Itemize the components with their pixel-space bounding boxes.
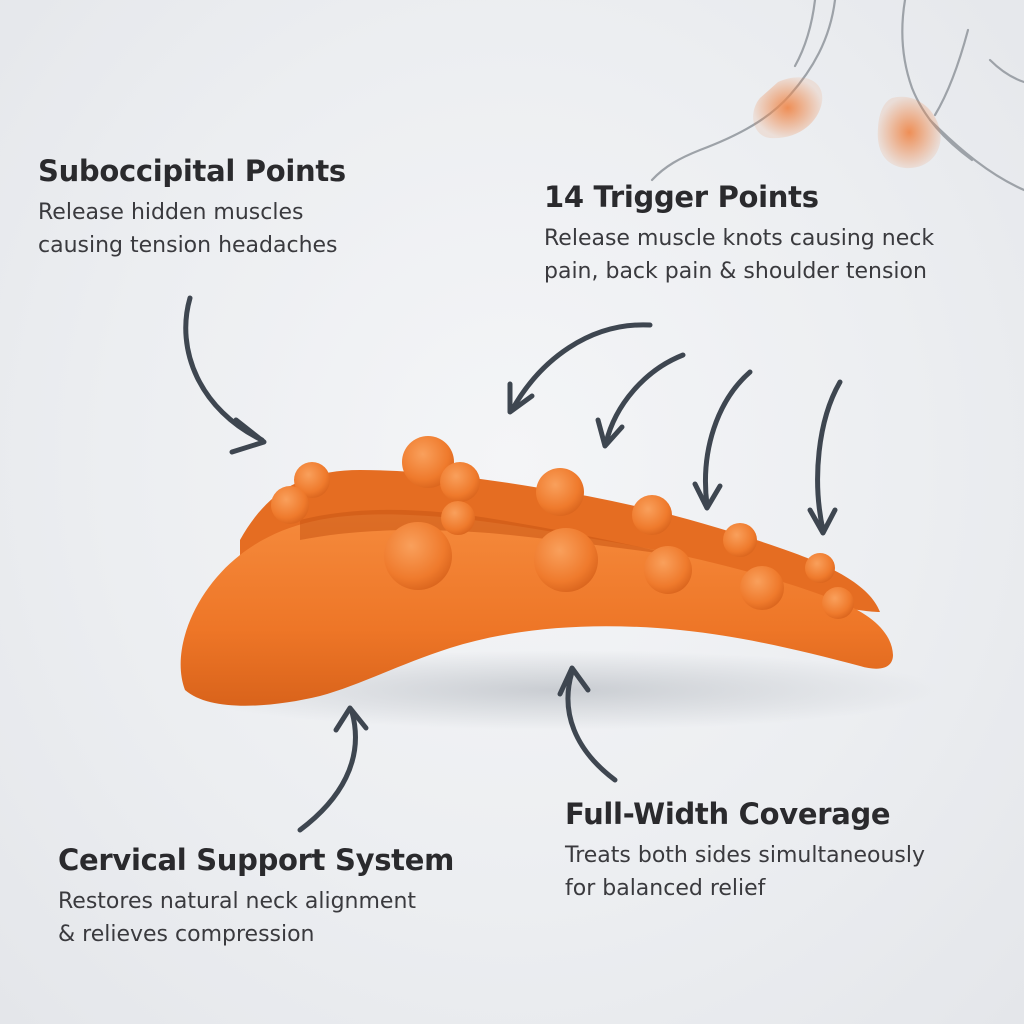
callout-description: Restores natural neck alignment & reliev… (58, 885, 454, 951)
callout-trigger-points: 14 Trigger Points Release muscle knots c… (544, 180, 934, 288)
callout-suboccipital: Suboccipital Points Release hidden muscl… (38, 154, 346, 262)
callout-title: Suboccipital Points (38, 154, 346, 188)
neck-stretcher-product (180, 436, 893, 706)
callout-title: Full-Width Coverage (565, 797, 891, 831)
desc-line: for balanced relief (565, 876, 766, 902)
desc-line: Release hidden muscles (38, 200, 304, 226)
curved-arrow-icon (183, 295, 843, 833)
callout-title: 14 Trigger Points (544, 180, 819, 214)
desc-line: Treats both sides simultaneously (565, 843, 926, 869)
callout-description: Treats both sides simultaneously for bal… (565, 839, 925, 905)
callout-cervical-support: Cervical Support System Restores natural… (58, 843, 455, 951)
pain-hotspot-icon (753, 77, 941, 169)
desc-line: pain, back pain & shoulder tension (544, 259, 927, 285)
callout-title: Cervical Support System (58, 843, 455, 877)
desc-line: Restores natural neck alignment (58, 889, 417, 915)
callout-description: Release hidden muscles causing tension h… (38, 196, 346, 262)
neck-illustration (650, 0, 1024, 192)
desc-line: causing tension headaches (38, 233, 338, 259)
desc-line: & relieves compression (58, 922, 315, 948)
callout-description: Release muscle knots causing neck pain, … (544, 222, 934, 288)
desc-line: Release muscle knots causing neck (544, 226, 935, 252)
callout-full-width: Full-Width Coverage Treats both sides si… (565, 797, 925, 905)
